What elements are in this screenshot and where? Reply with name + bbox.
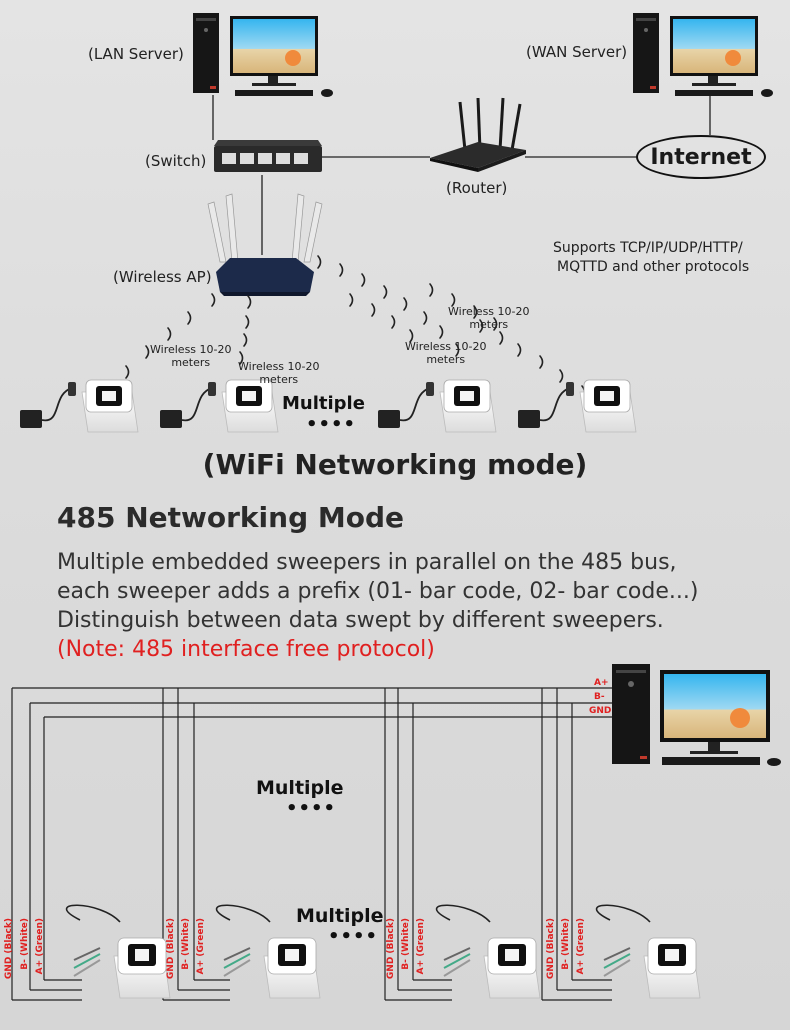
wifi-signal-arcs: [125, 255, 586, 399]
rs485-desc-line2: each sweeper adds a prefix (01- bar code…: [57, 579, 699, 604]
signal-arc: [409, 329, 414, 343]
wifi-scanner-unit: [20, 379, 139, 433]
wifi-multiple-label: Multiple: [282, 393, 365, 414]
signal-arc: [499, 331, 504, 345]
wireless-ap-device: [207, 193, 323, 296]
wifi-scanner-unit: [160, 379, 279, 433]
wire-label-gnd: GND (Black): [386, 918, 396, 980]
signal-arc: [245, 315, 250, 329]
rs485-scanner-unit: [595, 904, 701, 999]
wifi-scanner-unit: [378, 379, 497, 433]
signal-arc: [391, 315, 396, 329]
rs485-desc-line3: Distinguish between data swept by differ…: [57, 608, 664, 633]
switch-label: (Switch): [145, 152, 207, 170]
wifi-mode-title: (WiFi Networking mode): [202, 448, 588, 481]
signal-arc: [371, 303, 376, 317]
rs485-host-computer: [612, 664, 781, 766]
wire-label-a: A+ (Green): [416, 918, 426, 975]
wire-label-gnd: GND (Black): [166, 918, 176, 980]
wan-server-computer: [633, 13, 773, 97]
router-device: [430, 97, 526, 172]
bus-label-a: A+: [594, 678, 609, 688]
signal-arc: [211, 293, 216, 307]
signal-arc: [317, 255, 322, 269]
wire-label-gnd: GND (Black): [4, 918, 14, 980]
rs485-multiple-dots-1: ••••: [286, 798, 337, 819]
rs485-note: (Note: 485 interface free protocol): [57, 637, 435, 662]
signal-arc: [479, 319, 484, 333]
wireless-ap-label: (Wireless AP): [113, 268, 212, 286]
wire-label-a: A+ (Green): [35, 918, 45, 975]
wire-label-gnd: GND (Black): [546, 918, 556, 980]
bus-label-gnd: GND: [589, 706, 612, 716]
signal-arc: [429, 283, 434, 297]
rs485-scanner-unit: [65, 904, 171, 999]
rs485-scanner-unit: [215, 904, 321, 999]
bus-label-b: B-: [594, 692, 605, 702]
internet-label: Internet: [650, 144, 752, 170]
wire-label-b: B- (White): [561, 918, 571, 970]
wan-server-label: (WAN Server): [526, 43, 628, 61]
signal-arc: [167, 327, 172, 341]
signal-arc: [247, 295, 252, 309]
rs485-mode-title: 485 Networking Mode: [57, 501, 404, 534]
wire-label-b: B- (White): [20, 918, 30, 970]
signal-arc: [125, 365, 130, 379]
signal-arc: [145, 345, 150, 359]
network-links: [212, 95, 711, 255]
signal-arc: [439, 325, 444, 339]
rs485-multiple-label-1: Multiple: [256, 777, 344, 799]
protocols-line2: MQTTD and other protocols: [557, 259, 750, 275]
signal-arc: [423, 311, 428, 325]
signal-arc: [383, 285, 388, 299]
lan-server-label: (LAN Server): [88, 45, 184, 63]
signal-arc: [361, 273, 366, 287]
signal-arc: [349, 293, 354, 307]
internet-cloud: Internet: [636, 135, 766, 179]
wire-label-b: B- (White): [181, 918, 191, 970]
signal-arc: [473, 305, 478, 319]
signal-arc: [239, 351, 244, 365]
signal-arc: [403, 297, 408, 311]
signal-arc: [539, 355, 544, 369]
signal-arc: [559, 369, 564, 383]
signal-arc: [455, 343, 460, 357]
wifi-multiple-dots: ••••: [306, 414, 357, 435]
signal-arc: [493, 317, 498, 331]
switch-device: [214, 140, 322, 172]
signal-arc: [243, 333, 248, 347]
rs485-scanners: [65, 904, 701, 999]
protocols-line1: Supports TCP/IP/UDP/HTTP/: [553, 240, 743, 256]
rs485-multiple-dots-2: ••••: [328, 926, 379, 947]
router-label: (Router): [446, 179, 508, 197]
rs485-multiple-label-2: Multiple: [296, 905, 384, 927]
wire-label-a: A+ (Green): [576, 918, 586, 975]
signal-arc: [517, 343, 522, 357]
wifi-scanners: [20, 379, 637, 433]
wifi-scanner-unit: [518, 379, 637, 433]
signal-arc: [451, 293, 456, 307]
rs485-scanner-unit: [435, 904, 541, 999]
rs485-desc-line1: Multiple embedded sweepers in parallel o…: [57, 550, 677, 575]
signal-arc: [339, 263, 344, 277]
wire-label-a: A+ (Green): [196, 918, 206, 975]
signal-arc: [187, 311, 192, 325]
lan-server-computer: [193, 13, 333, 97]
wire-label-b: B- (White): [401, 918, 411, 970]
